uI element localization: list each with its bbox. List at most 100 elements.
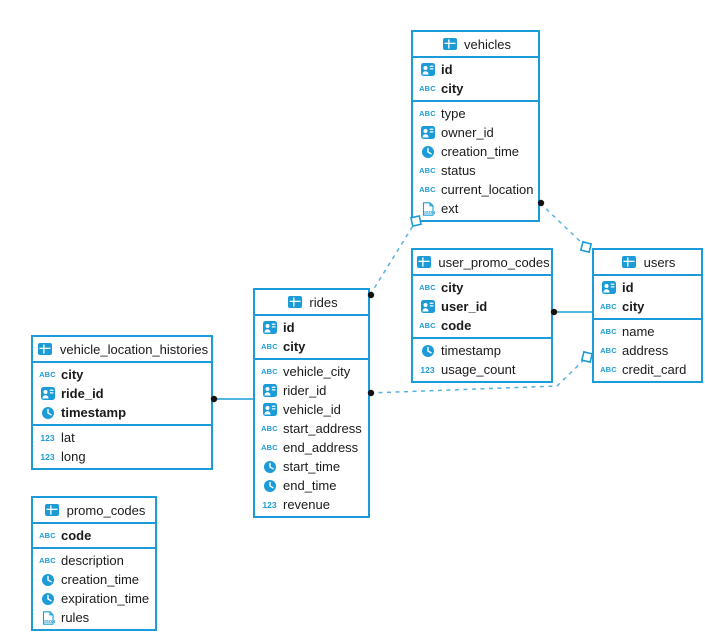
column-row[interactable]: id bbox=[413, 60, 538, 79]
column-row[interactable]: rider_id bbox=[255, 381, 368, 400]
clock-icon bbox=[260, 460, 279, 474]
column-name: ext bbox=[441, 201, 459, 216]
column-name: owner_id bbox=[441, 125, 494, 140]
table-title: vehicles bbox=[464, 36, 511, 52]
column-row[interactable]: vehicle_id bbox=[255, 400, 368, 419]
column-name: city bbox=[61, 367, 84, 382]
column-row[interactable]: start_time bbox=[255, 457, 368, 476]
text-type-icon: ABC bbox=[600, 346, 617, 355]
relation-endpoint-square bbox=[580, 350, 594, 364]
column-name: name bbox=[622, 324, 655, 339]
table-header[interactable]: vehicle_location_histories bbox=[33, 337, 211, 363]
table-title: rides bbox=[309, 294, 338, 310]
column-name: usage_count bbox=[441, 362, 516, 377]
clock-icon bbox=[418, 145, 437, 159]
column-name: creation_time bbox=[441, 144, 520, 159]
column-name: ride_id bbox=[61, 386, 104, 401]
column-row[interactable]: owner_id bbox=[413, 123, 538, 142]
table-title: users bbox=[643, 254, 676, 270]
column-name: rules bbox=[61, 610, 90, 625]
relation-endpoint-square bbox=[579, 240, 593, 254]
column-row[interactable]: ABC city bbox=[594, 297, 701, 316]
text-type-icon: ABC bbox=[419, 166, 436, 175]
column-row[interactable]: end_time bbox=[255, 476, 368, 495]
column-name: start_time bbox=[283, 459, 341, 474]
text-type-icon: ABC bbox=[419, 109, 436, 118]
number-type-icon: 123 bbox=[40, 451, 55, 462]
text-type-icon: ABC bbox=[261, 424, 278, 433]
column-row[interactable]: ext bbox=[413, 199, 538, 218]
id-card-icon bbox=[260, 403, 279, 416]
text-type-icon: ABC bbox=[261, 367, 278, 376]
text-type-icon: ABC bbox=[600, 302, 617, 311]
text-type-icon: ABC bbox=[600, 327, 617, 336]
id-card-icon bbox=[599, 281, 618, 294]
column-name: creation_time bbox=[61, 572, 140, 587]
column-name: id bbox=[441, 62, 453, 77]
clock-icon bbox=[418, 344, 437, 358]
column-row[interactable]: timestamp bbox=[33, 403, 211, 422]
column-name: city bbox=[283, 339, 306, 354]
column-row[interactable]: expiration_time bbox=[33, 589, 155, 608]
column-name: vehicle_id bbox=[283, 402, 341, 417]
column-row[interactable]: timestamp bbox=[413, 341, 551, 360]
id-card-icon bbox=[418, 63, 437, 76]
column-row[interactable]: user_id bbox=[413, 297, 551, 316]
column-row[interactable]: creation_time bbox=[413, 142, 538, 161]
relation-user-promo-codes-users[interactable] bbox=[550, 308, 593, 316]
id-card-icon bbox=[260, 321, 279, 334]
column-row[interactable]: id bbox=[594, 278, 701, 297]
column-name: timestamp bbox=[441, 343, 501, 358]
table-header[interactable]: users bbox=[594, 250, 701, 276]
column-row[interactable]: ABC name bbox=[594, 322, 701, 341]
column-row[interactable]: ride_id bbox=[33, 384, 211, 403]
column-row[interactable]: creation_time bbox=[33, 570, 155, 589]
column-name: city bbox=[441, 280, 464, 295]
table-header[interactable]: promo_codes bbox=[33, 498, 155, 524]
relation-vehicle-location-histories-rides[interactable] bbox=[210, 395, 253, 403]
table-header[interactable]: user_promo_codes bbox=[413, 250, 551, 276]
column-name: timestamp bbox=[61, 405, 127, 420]
relation-vehicles-users[interactable] bbox=[537, 199, 593, 254]
table-header[interactable]: rides bbox=[255, 290, 368, 316]
column-name: id bbox=[283, 320, 295, 335]
text-type-icon: ABC bbox=[419, 185, 436, 194]
column-row[interactable]: id bbox=[255, 318, 368, 337]
pk-section: id ABC city bbox=[594, 276, 701, 318]
column-row[interactable]: rules bbox=[33, 608, 155, 627]
column-name: city bbox=[622, 299, 645, 314]
table-header[interactable]: vehicles bbox=[413, 32, 538, 58]
table-grid-icon bbox=[414, 256, 433, 268]
